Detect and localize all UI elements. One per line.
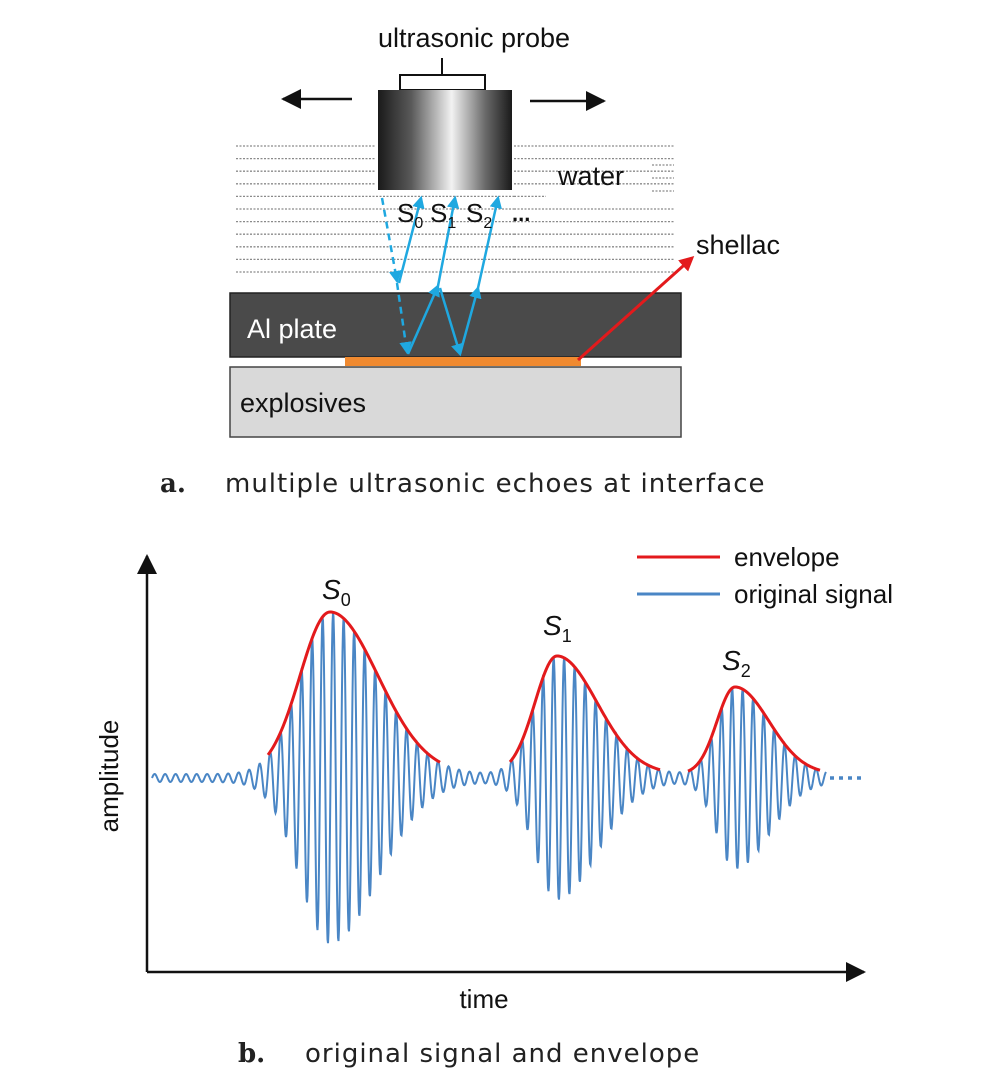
legend: envelope original signal (637, 542, 893, 609)
probe-label: ultrasonic probe (378, 23, 570, 53)
envelope-line-s0 (266, 610, 441, 764)
peak-label-s1: S1 (543, 610, 572, 646)
echo-label-s2: S2 (466, 198, 492, 232)
panel-a: ultrasonic probe water Al plate explosiv… (160, 23, 780, 499)
echo-rays (380, 195, 502, 357)
shellac-arrow (576, 255, 695, 362)
explosives-block (229, 366, 682, 438)
x-axis-label: time (459, 984, 508, 1014)
echo-label-s1: S1 (430, 198, 456, 232)
legend-signal-label: original signal (734, 579, 893, 609)
echo-ellipsis: ... (512, 201, 530, 226)
envelope-line-s2 (687, 685, 821, 773)
explosives-label: explosives (240, 388, 366, 418)
echo-label-s0: S0 (397, 198, 423, 232)
caption-b: b. original signal and envelope (238, 1038, 700, 1069)
envelope-line-s1 (508, 654, 661, 772)
peak-label-s0: S0 (322, 574, 351, 610)
ultrasonic-probe (378, 58, 512, 190)
al-plate-label: Al plate (247, 314, 337, 344)
shellac-layer (345, 357, 581, 366)
original-signal-line (151, 612, 827, 944)
panel-b: time amplitude S0 S1 S2 envelope origina… (94, 542, 893, 1069)
signal-waveform (151, 612, 827, 944)
peak-label-s2: S2 (722, 645, 751, 681)
envelope-curves (266, 610, 821, 773)
y-axis-label: amplitude (94, 720, 124, 833)
caption-a: a. multiple ultrasonic echoes at interfa… (160, 468, 766, 499)
legend-envelope-label: envelope (734, 542, 840, 572)
water-label: water (557, 161, 624, 191)
shellac-label: shellac (696, 230, 780, 260)
